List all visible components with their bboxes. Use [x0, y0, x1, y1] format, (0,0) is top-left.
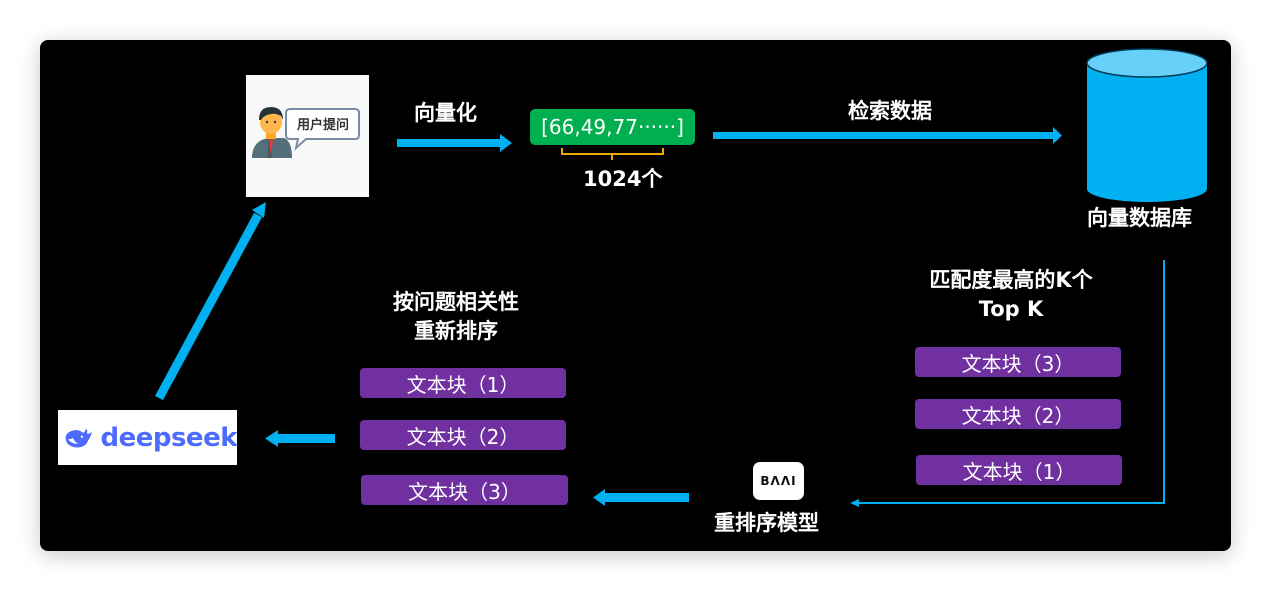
user-avatar-icon	[252, 107, 360, 158]
vector-dimension-label: 1024个	[583, 167, 663, 191]
vectorize-label: 向量化	[414, 101, 477, 125]
top-k-title: 匹配度最高的K个 Top K	[921, 266, 1101, 325]
reranked-title-line2: 重新排序	[414, 319, 498, 344]
chunk-label: 文本块（2）	[406, 424, 520, 449]
top-k-chunk-2: 文本块（2）	[915, 399, 1121, 429]
chunk-label: 文本块（3）	[961, 351, 1075, 376]
deepseek-whale-icon	[65, 428, 92, 447]
retrieve-data-label: 检索数据	[848, 99, 932, 123]
chunk-label: 文本块（1）	[406, 372, 520, 397]
reranked-chunk-1: 文本块（1）	[360, 368, 566, 398]
reranked-title: 按问题相关性 重新排序	[376, 288, 536, 347]
top-k-title-line2: Top K	[978, 297, 1044, 322]
embedding-vector-box: [66,49,77······]	[530, 109, 695, 145]
deepseek-brand-text: deepseek	[100, 422, 237, 453]
chunk-label: 文本块（2）	[961, 403, 1075, 428]
vector-db-label: 向量数据库	[1087, 206, 1192, 230]
user-query-bubble-text: 用户提问	[296, 118, 349, 133]
reranked-chunk-3: 文本块（3）	[361, 475, 568, 505]
top-k-chunk-3: 文本块（3）	[915, 347, 1121, 377]
embedding-vector-text: [66,49,77······]	[541, 115, 684, 139]
rerank-model-label: 重排序模型	[714, 511, 819, 535]
reranked-chunk-2: 文本块（2）	[360, 420, 566, 450]
baai-logo-text: ΒΛΛΙ	[760, 474, 797, 488]
chunk-label: 文本块（1）	[962, 459, 1076, 484]
top-k-chunk-1: 文本块（1）	[916, 455, 1122, 485]
deepseek-llm-card: deepseek	[58, 410, 237, 465]
reranked-title-line1: 按问题相关性	[393, 290, 519, 314]
user-query-card: 用户提问	[246, 75, 369, 197]
top-k-title-line1: 匹配度最高的K个	[929, 268, 1093, 292]
chunk-label: 文本块（3）	[408, 479, 521, 504]
baai-logo-icon: ΒΛΛΙ	[753, 462, 804, 500]
